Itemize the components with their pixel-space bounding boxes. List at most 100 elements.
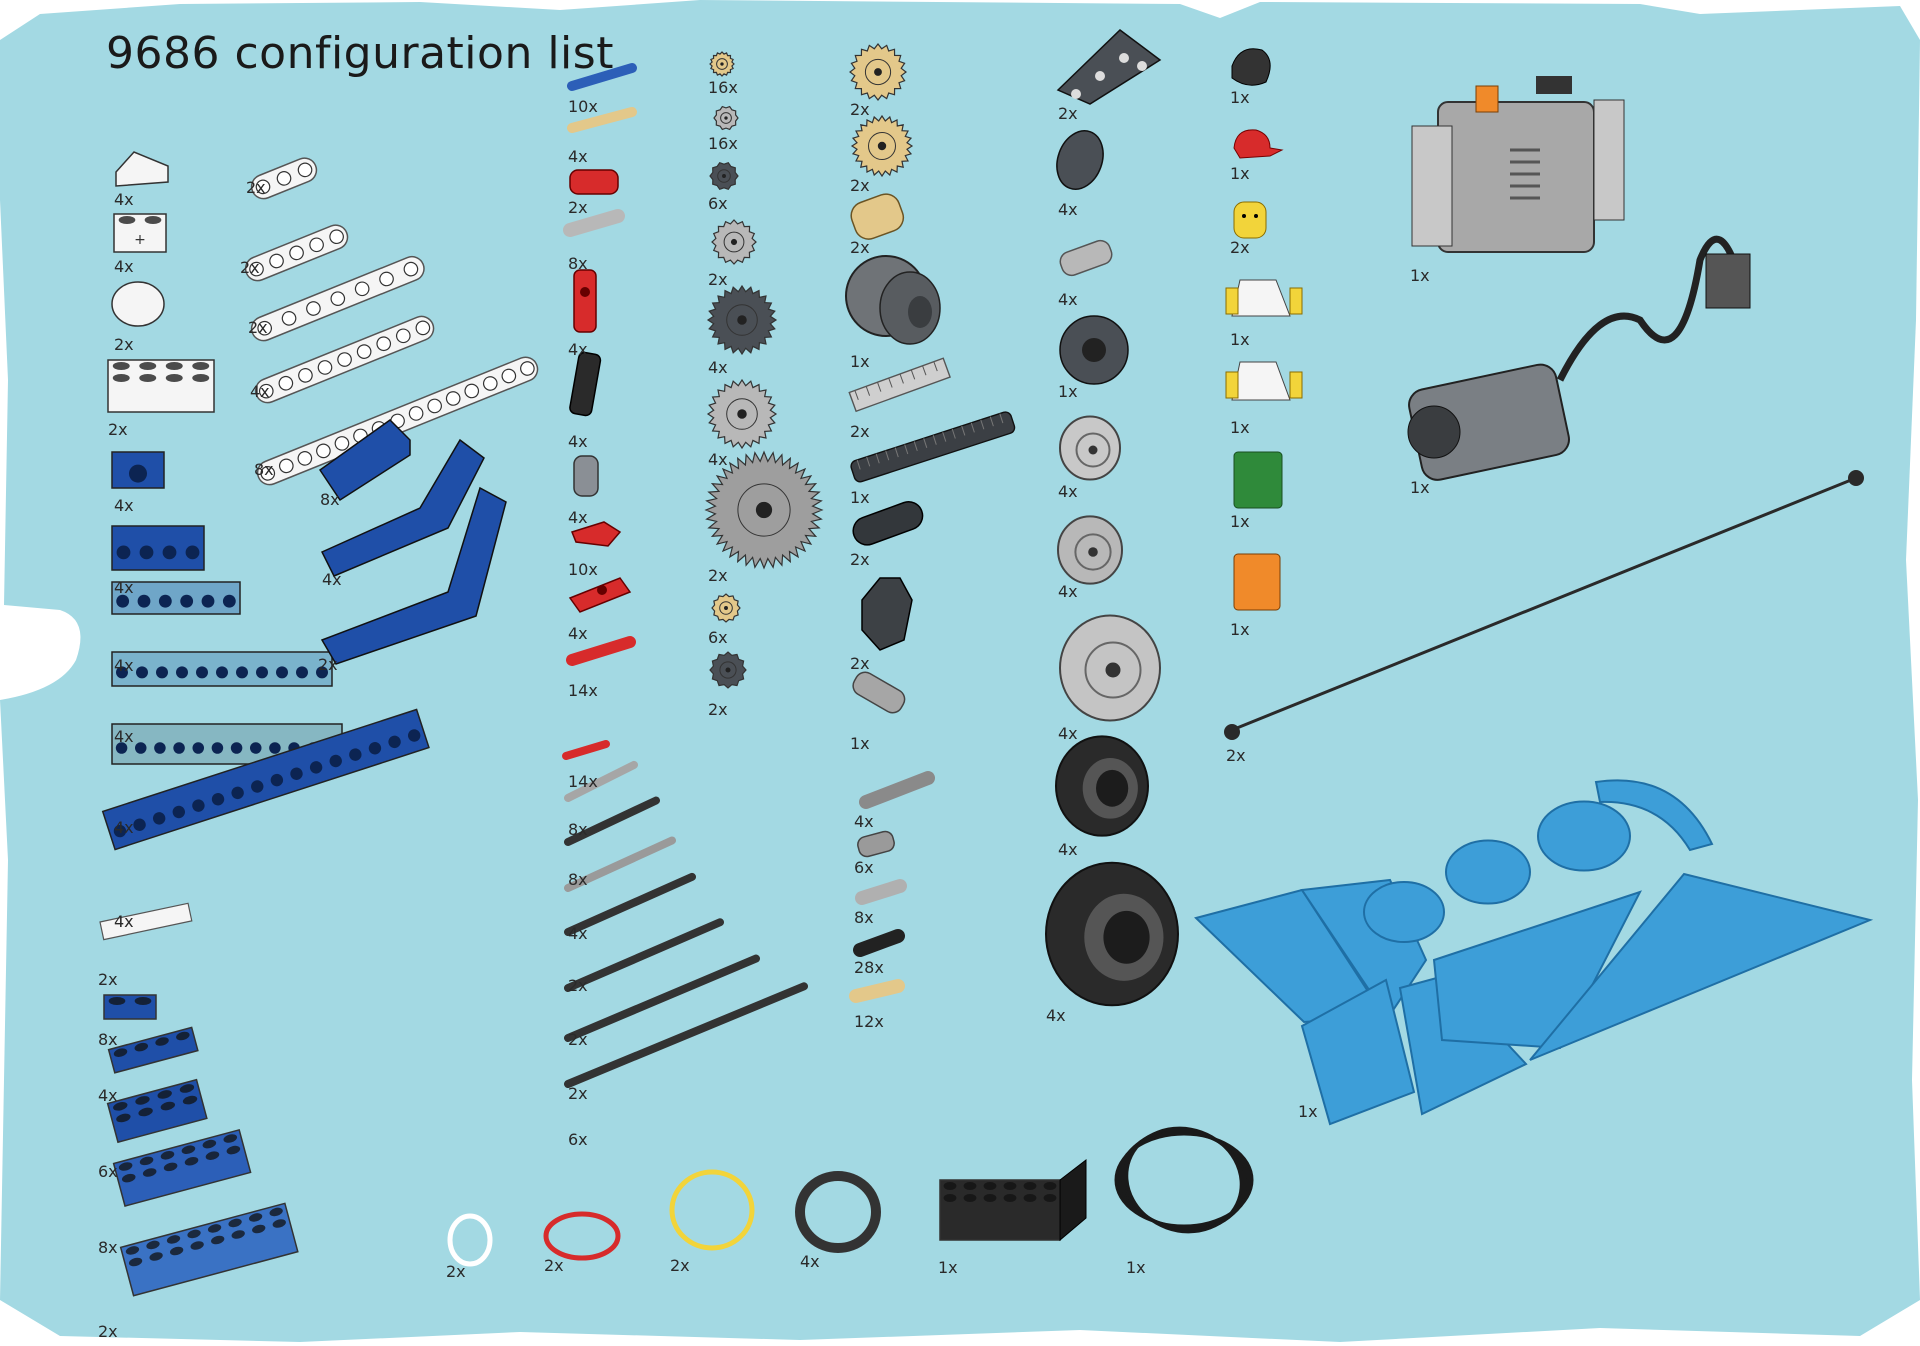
- quantity-label: 2x: [850, 100, 870, 119]
- gray-gear-24-icon: [706, 378, 778, 450]
- dark-differential-icon: [845, 255, 941, 345]
- white-beam-9-icon: [254, 315, 435, 404]
- gray-gear-16-icon: [711, 219, 757, 265]
- quantity-label: 4x: [568, 432, 588, 451]
- blue-plate-2x6-icon: [112, 1128, 252, 1207]
- black-angle-connector-icon: [569, 351, 602, 417]
- blue-technic-brick-1x2-icon: [111, 451, 165, 489]
- quantity-label: 6x: [98, 1162, 118, 1181]
- tan-gear-12-icon: [711, 593, 741, 623]
- black-axle-8-icon: [564, 872, 696, 936]
- tan-short-pin-icon: [849, 979, 905, 1003]
- quantity-label: 8x: [98, 1238, 118, 1257]
- dark-gear-small-icon: [709, 161, 739, 191]
- quantity-label: 2x: [568, 1084, 588, 1103]
- quantity-label: 4x: [800, 1252, 820, 1271]
- quantity-label: 14x: [568, 772, 598, 791]
- quantity-label: 8x: [568, 820, 588, 839]
- trans-blue-panel-set-icon: [1194, 779, 1874, 1126]
- quantity-label: 16x: [708, 134, 738, 153]
- quantity-label: 2x: [708, 270, 728, 289]
- quantity-label: 2x: [850, 550, 870, 569]
- quantity-label: 10x: [568, 97, 598, 116]
- orange-legs-icon: [1233, 553, 1281, 611]
- quantity-label: 4x: [114, 578, 134, 597]
- quantity-label: 4x: [1058, 482, 1078, 501]
- gray-perpendicular-connector-icon: [1059, 239, 1113, 277]
- red-bush-icon: [569, 169, 619, 195]
- quantity-label: 2x: [114, 335, 134, 354]
- blue-technic-brick-1x6-icon: [111, 581, 241, 615]
- dark-gear-24-icon: [706, 284, 778, 356]
- quantity-label: 4x: [114, 496, 134, 515]
- white-beam-5-icon: [244, 224, 349, 282]
- quantity-label: 2x: [446, 1262, 466, 1281]
- gray-angle-connector-icon: [573, 455, 599, 497]
- quantity-label: 1x: [1058, 382, 1078, 401]
- black-axle-12-icon: [564, 954, 760, 1042]
- blue-l-beam-icon: [318, 419, 411, 502]
- quantity-label: 1x: [1230, 164, 1250, 183]
- quantity-label: 4x: [1046, 1006, 1066, 1025]
- quantity-label: 4x: [98, 1086, 118, 1105]
- black-tire-medium-icon: [1055, 735, 1149, 837]
- quantity-label: 16x: [708, 78, 738, 97]
- dark-triangle-beam-icon: [1056, 29, 1162, 105]
- quantity-label: 4x: [114, 818, 134, 837]
- gray-short-connector-icon: [857, 830, 895, 858]
- quantity-label: 2x: [670, 1256, 690, 1275]
- black-axle-5-icon: [564, 796, 660, 846]
- quantity-label: 4x: [322, 570, 342, 589]
- quantity-label: 2x: [98, 1322, 118, 1341]
- white-beam-3-icon: [250, 157, 318, 200]
- quantity-label: 1x: [1230, 418, 1250, 437]
- white-rubber-band-icon: [447, 1213, 493, 1267]
- quantity-label: 2x: [850, 654, 870, 673]
- green-legs-icon: [1233, 451, 1283, 509]
- quantity-label: 8x: [568, 870, 588, 889]
- page-title: 9686 configuration list: [106, 28, 614, 79]
- quantity-label: 2x: [98, 970, 118, 989]
- quantity-label: 4x: [1058, 290, 1078, 309]
- quantity-label: 10x: [568, 560, 598, 579]
- quantity-label: 28x: [854, 958, 884, 977]
- white-torso-icon: [1225, 279, 1303, 317]
- blue-plate-2x4-icon: [106, 1078, 208, 1144]
- yellow-rubber-band-icon: [669, 1169, 755, 1251]
- gray-connector-icon: [563, 209, 625, 237]
- m-motor-icon: [1407, 235, 1751, 481]
- black-axle-pin-icon: [564, 982, 808, 1088]
- quantity-label: 4x: [114, 912, 134, 931]
- tan-gear-8-icon: [709, 51, 735, 77]
- red-angle-connector-icon: [573, 269, 597, 333]
- quantity-label: 2x: [568, 198, 588, 217]
- quantity-label: 4x: [1058, 200, 1078, 219]
- gray-wheel-hub-small-icon: [1059, 415, 1121, 481]
- quantity-label: 1x: [1298, 1102, 1318, 1121]
- gray-axle-6-icon: [564, 836, 676, 892]
- gray-wheel-hub-medium-icon: [1057, 515, 1123, 585]
- gray-bush-icon: [713, 105, 739, 131]
- blue-bent-beam-large-icon: [320, 486, 507, 665]
- quantity-label: 6x: [854, 858, 874, 877]
- tan-axle-pin-icon: [567, 107, 637, 133]
- blue-bent-beam-small-icon: [320, 438, 485, 577]
- gray-axle-3-icon: [564, 760, 638, 802]
- battery-box-icon: [1411, 76, 1625, 253]
- quantity-label: 1x: [1230, 620, 1250, 639]
- quantity-label: 2x: [1230, 238, 1250, 257]
- black-rubber-ring-icon: [795, 1171, 881, 1253]
- gray-wheel-hub-large-icon: [1059, 614, 1161, 722]
- blue-technic-brick-1x16-icon: [101, 708, 430, 851]
- string-with-ends-icon: [1224, 470, 1864, 740]
- white-tile-1x6-icon: [99, 902, 193, 941]
- quantity-label: 1x: [850, 734, 870, 753]
- dark-steering-arm-icon: [861, 577, 913, 651]
- white-beam-7-icon: [250, 255, 425, 342]
- quantity-label: 1x: [850, 352, 870, 371]
- quantity-label: 4x: [568, 924, 588, 943]
- quantity-label: 2x: [708, 566, 728, 585]
- quantity-label: 2x: [544, 1256, 564, 1275]
- blue-plate-1x2-icon: [103, 994, 157, 1020]
